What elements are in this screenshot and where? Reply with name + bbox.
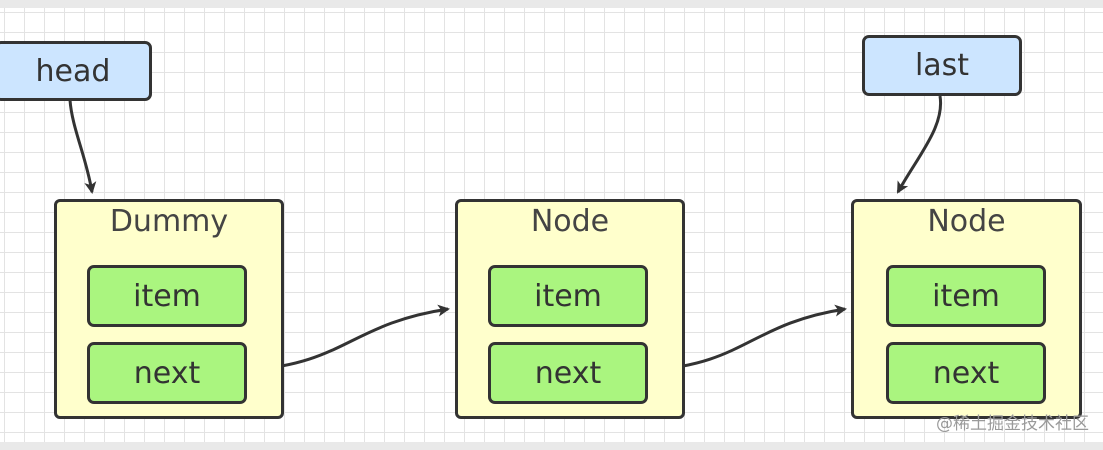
node-title: Dummy (109, 204, 229, 239)
node-2: Node item next (455, 199, 685, 419)
dummy-node: Dummy item next (54, 199, 284, 419)
diagram-canvas: head last Dummy item next Node item next… (0, 8, 1103, 442)
head-pointer: head (0, 41, 152, 101)
node-3: Node item next (851, 199, 1082, 419)
head-to-dummy-arrow (68, 99, 97, 194)
next-field: next (886, 342, 1046, 404)
last-pointer: last (862, 35, 1022, 96)
node-title: Node (927, 204, 1006, 239)
item-field: item (488, 265, 648, 327)
watermark-text: @稀土掘金技术社区 (936, 414, 1089, 434)
item-field: item (87, 265, 247, 327)
item-field: item (886, 265, 1046, 327)
next-field: next (87, 342, 247, 404)
next-field: next (488, 342, 648, 404)
node-title: Node (530, 204, 610, 239)
last-to-node-arrow (896, 95, 943, 194)
